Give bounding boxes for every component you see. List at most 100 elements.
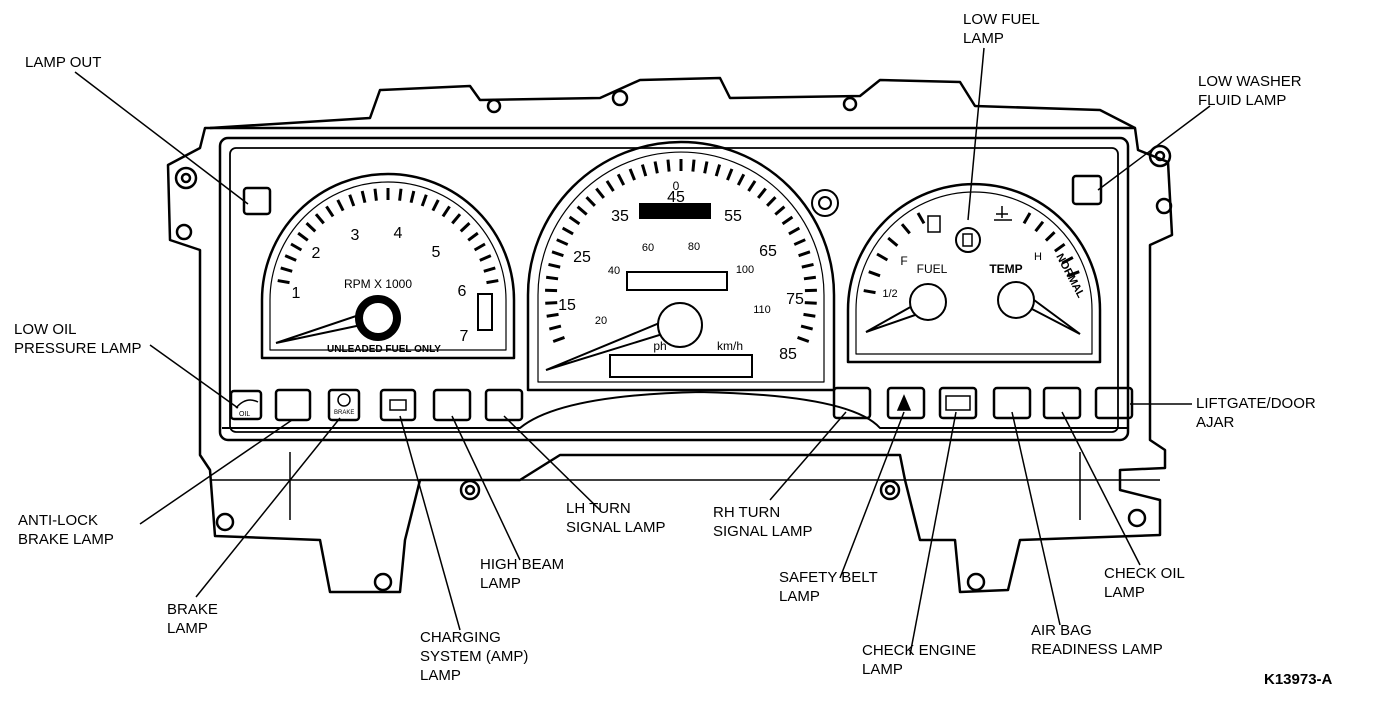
dial-tick [793,238,806,246]
dial-tick [552,336,565,343]
leader-rh-turn [769,411,847,501]
dial-tick [277,279,290,285]
dial-tick [576,205,588,216]
dial-tick [479,254,492,262]
dial-tick [548,262,561,269]
callout-charging-system-lamp: CHARGING SYSTEM (AMP) LAMP [420,629,529,684]
tach-scale-label: 4 [394,225,403,242]
kmh-scale-label: 100 [736,264,754,276]
dial-tick [459,222,471,233]
dial-tick [757,187,767,199]
dial-tick [441,205,451,218]
trip-odometer [639,203,711,219]
mph-scale-label: 45 [667,189,685,206]
dial-tick [373,188,378,201]
oil-lamp-text: OIL [239,411,250,418]
liftgate-door-ajar-lamp [1094,386,1134,420]
dial-tick [1034,220,1045,233]
dial-tick [714,164,722,177]
dial-tick [747,180,757,192]
dial-tick [876,252,889,262]
low-washer-fluid-lamp [1071,174,1103,206]
leader-low-oil [149,344,239,409]
speedometer-hub [657,302,703,348]
kmh-scale-label: 80 [688,241,700,253]
coolant-icon [994,206,1012,221]
dial-tick [561,226,574,236]
dial-tick [726,168,734,181]
check-oil-lamp [1042,386,1082,420]
dial-tick [595,187,605,199]
low-fuel-lamp [955,227,981,253]
dial-tick [803,275,817,281]
dial-tick [280,266,293,273]
brake-icon [337,393,351,407]
dial-tick [297,231,309,242]
dial-tick [803,312,816,318]
figure-id: K13973-A [1264,671,1333,688]
callout-safety-belt-lamp: SAFETY BELT LAMP [779,569,878,605]
dial-tick [781,215,794,226]
dial-tick [797,336,810,343]
dial-tick [766,196,777,207]
dial-tick [473,242,486,252]
low-oil-pressure-lamp [229,389,263,421]
dial-tick [616,173,626,186]
lower-strap [222,391,1128,429]
callout-lamp-out: LAMP OUT [25,54,102,71]
mph-scale-label: 15 [558,297,576,314]
safety-belt-lamp [886,386,926,420]
tach-scale-label: 2 [312,245,321,262]
anti-lock-brake-lamp [274,388,312,422]
fuel-hub [909,283,947,321]
dial-tick [653,161,659,174]
dial-tick [548,324,562,331]
dial-tick [314,213,325,225]
dial-tick [1044,231,1056,242]
dial-tick [788,226,801,236]
lamp-out-lamp [242,186,272,216]
callout-anti-lock-brake-lamp: ANTI-LOCK BRAKE LAMP [18,512,114,548]
kmh-scale-label: 60 [642,242,654,254]
dial-tick [1067,270,1080,278]
dial-tick [398,188,403,201]
dial-tick [774,205,786,216]
charging-system-lamp [379,388,417,422]
mph-scale-label: 75 [786,291,804,308]
dial-tick [545,275,559,281]
dial-tick [1054,242,1066,253]
dial-tick [916,212,926,225]
tach-scale-label: 7 [460,328,469,345]
dial-tick [545,301,558,305]
dial-tick [431,199,440,212]
dial-tick [556,238,569,246]
speedometer-needle [545,320,668,371]
leader-safety-belt [839,411,905,579]
leader-brake [195,417,341,598]
callout-high-beam-lamp: HIGH BEAM LAMP [480,556,565,592]
tachometer-needle [275,312,368,344]
check-engine-lamp [938,386,978,420]
temp-hub [997,281,1035,319]
dial-tick [628,168,636,181]
fuel-temp-ticks [863,212,1080,295]
leader-lh-turn [503,415,601,511]
mph-scale-label: 25 [573,249,591,266]
dial-tick [467,231,479,242]
seatbelt-icon [896,394,912,411]
speedo-zero-label: 0 [673,179,680,193]
dial-tick [348,194,356,207]
fuel-needle [865,303,920,333]
oil-can-icon [235,399,259,409]
leader-lamp-out [74,71,249,205]
fuel-temp-dial [846,182,1102,364]
dial-tick [360,190,367,204]
housing-top [209,76,1136,130]
dial-tick [483,266,496,273]
dial-tick [325,205,335,218]
callout-liftgate-door-ajar: LIFTGATE/DOOR AJAR [1196,395,1316,431]
dial-tick [305,222,317,233]
fuel-full-label: F [900,254,907,268]
